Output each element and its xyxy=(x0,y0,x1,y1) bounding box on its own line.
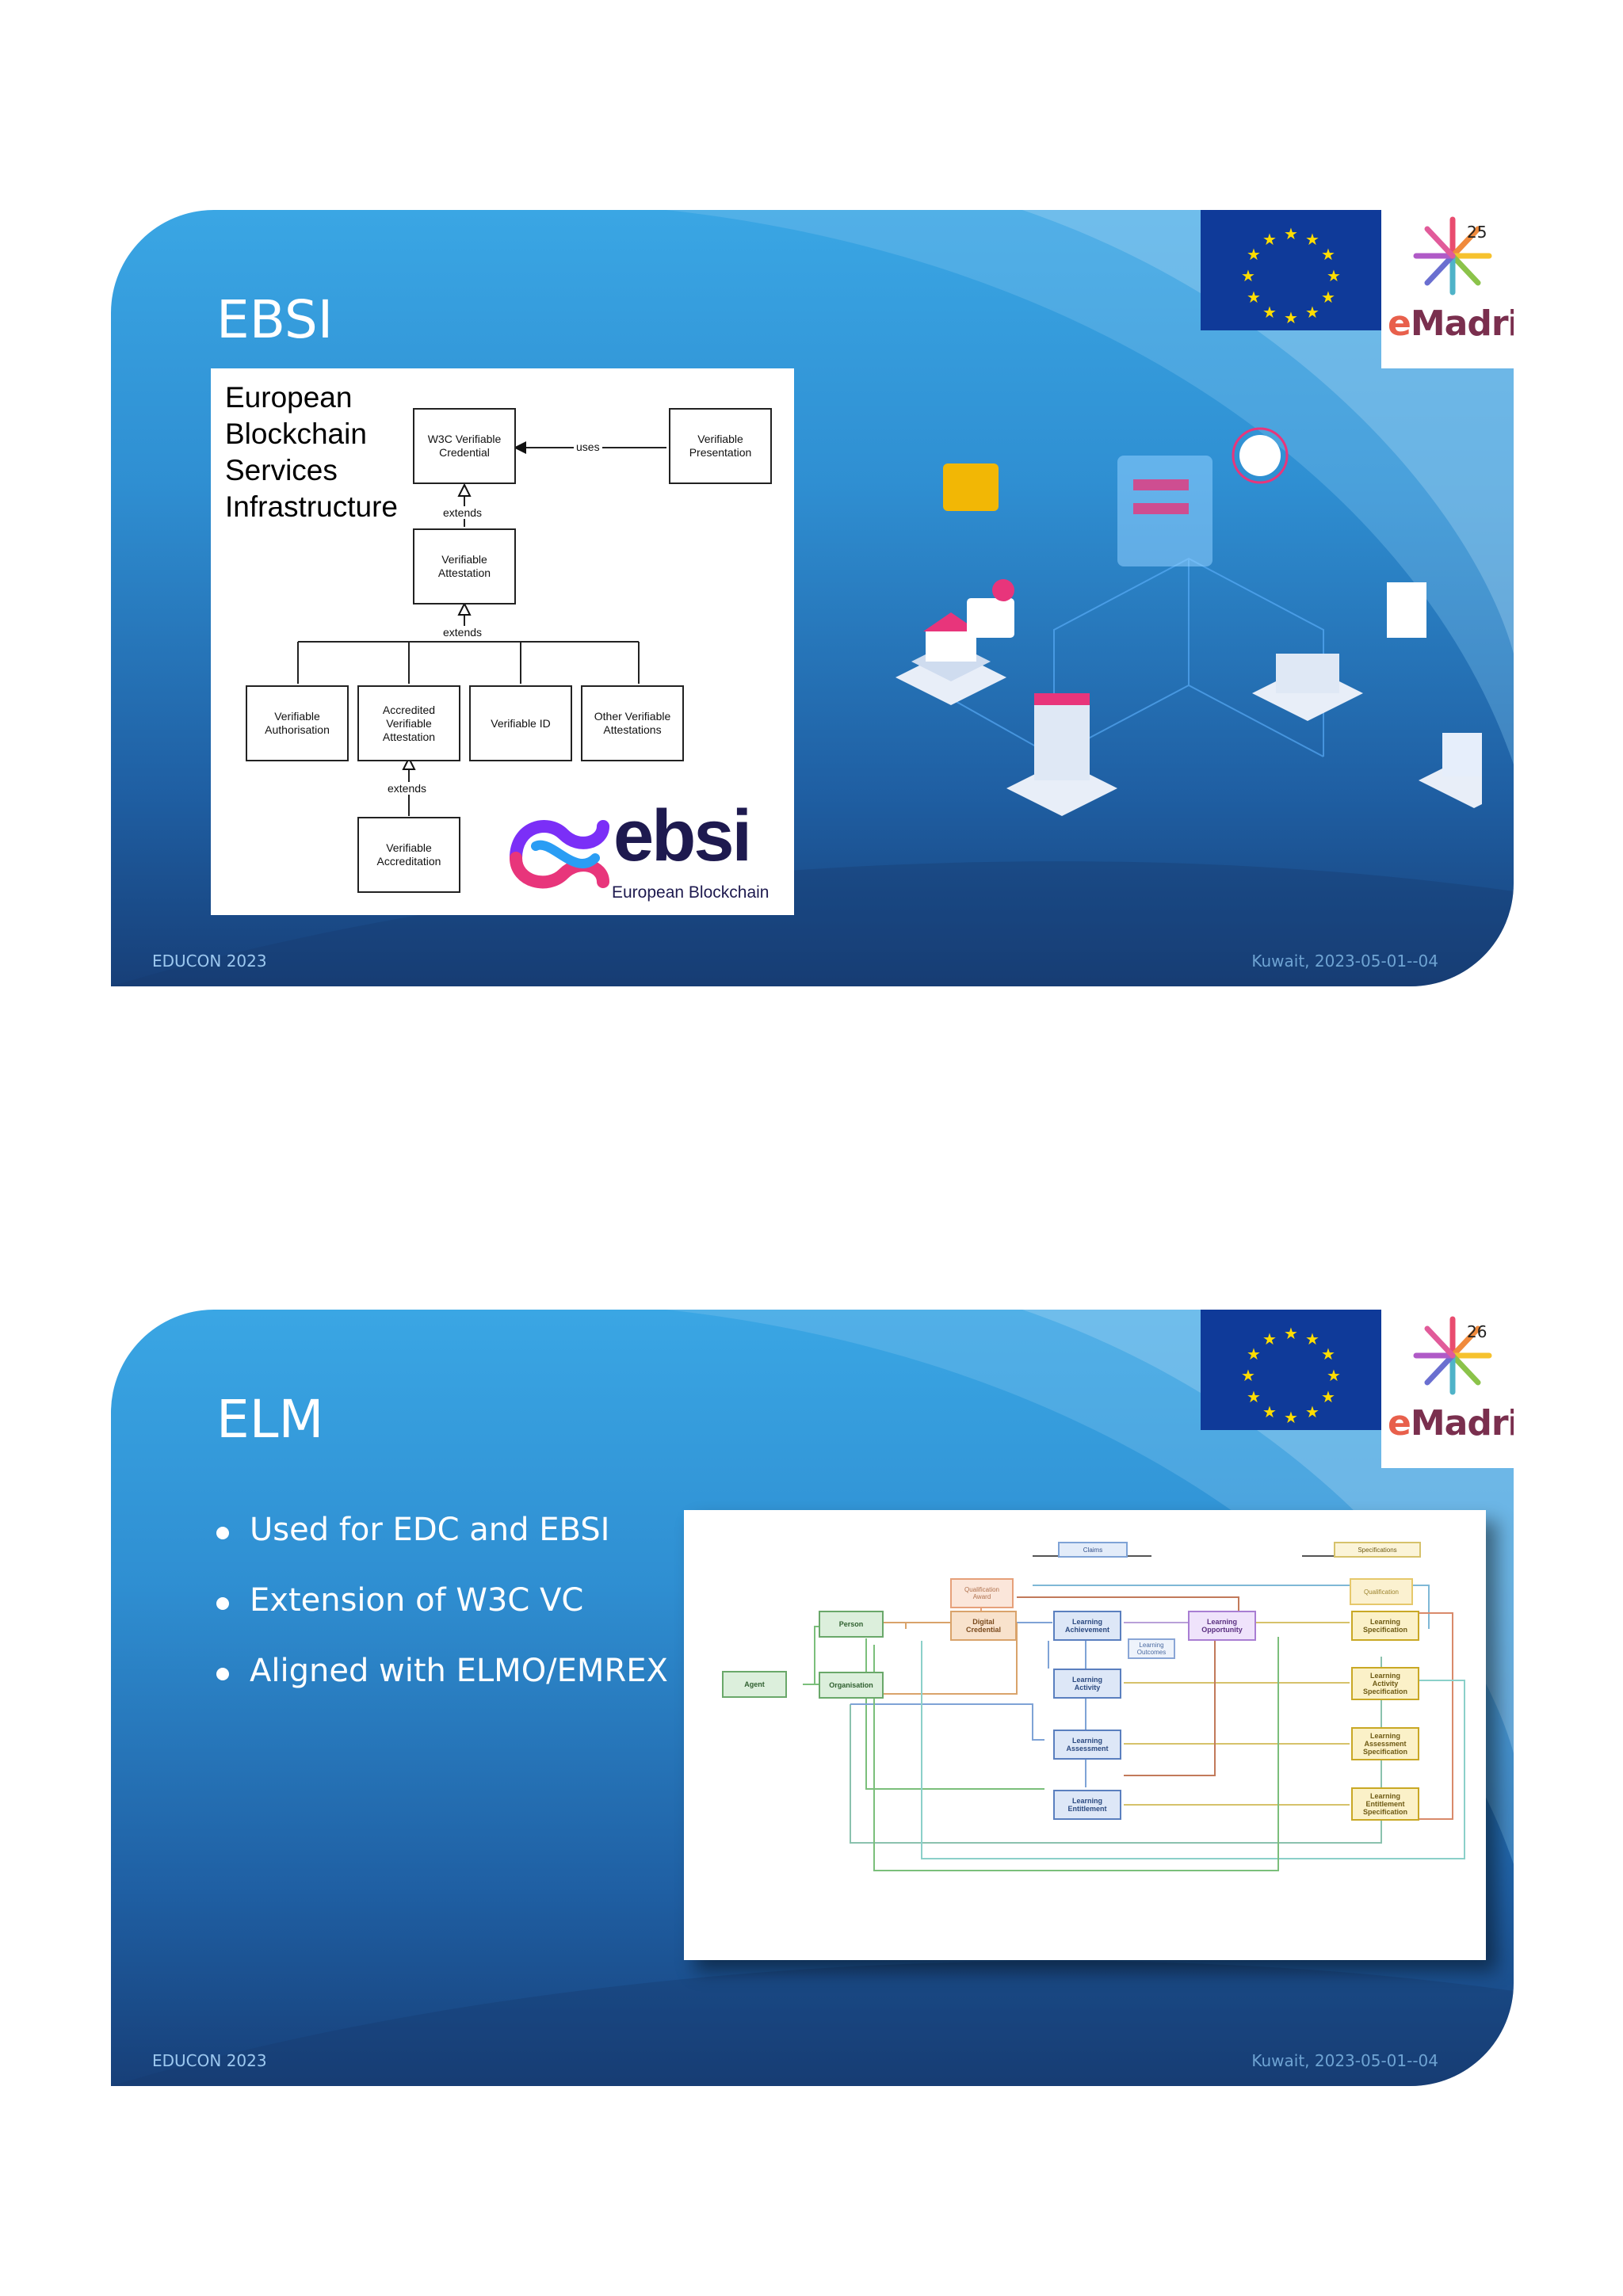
node-other-verifiable-attestations: Other Verifiable Attestations xyxy=(581,685,684,761)
label-uses: uses xyxy=(574,441,602,453)
eu-stars-icon: ★★★ ★★★ ★★★ ★★★ xyxy=(1241,1324,1341,1427)
elm-node-learning-outcomes: Learning Outcomes xyxy=(1128,1638,1175,1659)
svg-text:★: ★ xyxy=(1247,1387,1261,1406)
diagram-heading: European Blockchain Services Infrastruct… xyxy=(225,381,398,523)
emadrid-wordmark: eMadrid xyxy=(1388,303,1514,344)
eu-flag: ★★★ ★★★ ★★★ ★★★ xyxy=(1201,210,1381,330)
logo-area: ★★★ ★★★ ★★★ ★★★ 25 xyxy=(1201,210,1514,368)
footer-conference: EDUCON 2023 xyxy=(152,2051,267,2070)
diagram-connectors xyxy=(297,441,666,816)
svg-text:★: ★ xyxy=(1321,1387,1335,1406)
slide-ebsi: ★★★ ★★★ ★★★ ★★★ 25 xyxy=(111,210,1514,986)
svg-text:★: ★ xyxy=(1262,230,1277,249)
elm-node-qualification-award: Qualification Award xyxy=(950,1578,1014,1608)
svg-text:★: ★ xyxy=(1284,1324,1298,1343)
svg-text:★: ★ xyxy=(1321,245,1335,264)
elm-node-learning-opportunity: Learning Opportunity xyxy=(1188,1611,1256,1641)
node-verifiable-id: Verifiable ID xyxy=(469,685,572,761)
node-w3c-verifiable-credential: W3C Verifiable Credential xyxy=(413,408,516,484)
eu-stars-icon: ★★★ ★★★ ★★★ ★★★ xyxy=(1241,224,1341,327)
elm-node-person: Person xyxy=(819,1611,884,1638)
node-verifiable-presentation: Verifiable Presentation xyxy=(669,408,772,484)
svg-text:★: ★ xyxy=(1247,1344,1261,1363)
label-extends: extends xyxy=(441,626,485,639)
svg-text:★: ★ xyxy=(1262,303,1277,322)
svg-text:★: ★ xyxy=(1262,1329,1277,1348)
svg-text:★: ★ xyxy=(1321,1344,1335,1363)
svg-text:★: ★ xyxy=(1241,1366,1255,1385)
svg-text:★: ★ xyxy=(1284,1408,1298,1427)
footer-conference: EDUCON 2023 xyxy=(152,952,267,971)
node-accredited-verifiable-attestation: Accredited Verifiable Attestation xyxy=(357,685,460,761)
elm-node-specifications: Specifications xyxy=(1334,1542,1421,1558)
svg-text:★: ★ xyxy=(1321,288,1335,307)
svg-text:★: ★ xyxy=(1247,288,1261,307)
elm-node-organisation: Organisation xyxy=(819,1672,884,1699)
svg-text:★: ★ xyxy=(1284,224,1298,243)
node-verifiable-attestation: Verifiable Attestation xyxy=(413,528,516,605)
elm-diagram: Claims Specifications Qualification Awar… xyxy=(684,1510,1486,1960)
node-verifiable-accreditation: Verifiable Accreditation xyxy=(357,817,460,893)
elm-node-qualification: Qualification xyxy=(1350,1578,1413,1605)
slide-title: ELM xyxy=(216,1389,324,1450)
logo-area: ★★★ ★★★ ★★★ ★★★ 26 xyxy=(1201,1310,1514,1468)
page-number: 26 xyxy=(1467,1322,1487,1341)
node-verifiable-authorisation: Verifiable Authorisation xyxy=(246,685,349,761)
elm-node-digital-credential: Digital Credential xyxy=(950,1611,1017,1641)
ebsi-diagram: European Blockchain Services Infrastruct… xyxy=(211,368,794,915)
label-extends: extends xyxy=(385,782,430,795)
elm-node-learning-activity: Learning Activity xyxy=(1053,1669,1121,1699)
elm-node-learning-achievement: Learning Achievement xyxy=(1053,1611,1121,1641)
svg-text:★: ★ xyxy=(1327,266,1341,285)
elm-node-learning-assessment: Learning Assessment xyxy=(1053,1730,1121,1760)
ebsi-logo-subtext: European Blockchain xyxy=(612,883,769,902)
elm-node-agent: Agent xyxy=(722,1671,787,1698)
footer-location-date: Kuwait, 2023-05-01--04 xyxy=(1251,2051,1438,2070)
slide-elm: ★★★ ★★★ ★★★ ★★★ 26 xyxy=(111,1310,1514,2086)
elm-node-learning-activity-specification: Learning Activity Specification xyxy=(1351,1667,1419,1700)
svg-text:★: ★ xyxy=(1284,308,1298,327)
svg-text:★: ★ xyxy=(1305,1402,1319,1421)
svg-text:★: ★ xyxy=(1305,1329,1319,1348)
page-number: 25 xyxy=(1467,223,1487,242)
svg-text:★: ★ xyxy=(1327,1366,1341,1385)
svg-text:★: ★ xyxy=(1247,245,1261,264)
svg-text:★: ★ xyxy=(1241,266,1255,285)
eu-flag: ★★★ ★★★ ★★★ ★★★ xyxy=(1201,1310,1381,1430)
elm-node-claims: Claims xyxy=(1058,1542,1128,1558)
bullet-item: Extension of W3C VC xyxy=(216,1582,668,1653)
bullet-list: Used for EDC and EBSI Extension of W3C V… xyxy=(216,1512,668,1723)
label-extends: extends xyxy=(441,506,485,519)
footer-location-date: Kuwait, 2023-05-01--04 xyxy=(1251,952,1438,971)
bullet-item: Used for EDC and EBSI xyxy=(216,1512,668,1582)
elm-node-learning-entitlement: Learning Entitlement xyxy=(1053,1790,1121,1820)
emadrid-logo: 26 eMadrid xyxy=(1381,1310,1514,1468)
ebsi-logo-text: ebsi xyxy=(613,795,752,876)
emadrid-logo: 25 eMadrid xyxy=(1381,210,1514,368)
elm-node-learning-entitlement-specification: Learning Entitlement Specification xyxy=(1351,1787,1419,1821)
emadrid-starburst-icon xyxy=(1413,216,1492,296)
svg-text:★: ★ xyxy=(1262,1402,1277,1421)
svg-text:★: ★ xyxy=(1305,303,1319,322)
elm-node-learning-specification: Learning Specification xyxy=(1351,1611,1419,1641)
isometric-illustration xyxy=(896,427,1482,816)
emadrid-starburst-icon xyxy=(1413,1316,1492,1395)
svg-text:★: ★ xyxy=(1305,230,1319,249)
bullet-item: Aligned with ELMO/EMREX xyxy=(216,1653,668,1723)
slide-title: EBSI xyxy=(216,289,334,350)
elm-node-learning-assessment-specification: Learning Assessment Specification xyxy=(1351,1727,1419,1760)
emadrid-wordmark: eMadrid xyxy=(1388,1403,1514,1444)
ebsi-logo-icon xyxy=(510,820,609,889)
